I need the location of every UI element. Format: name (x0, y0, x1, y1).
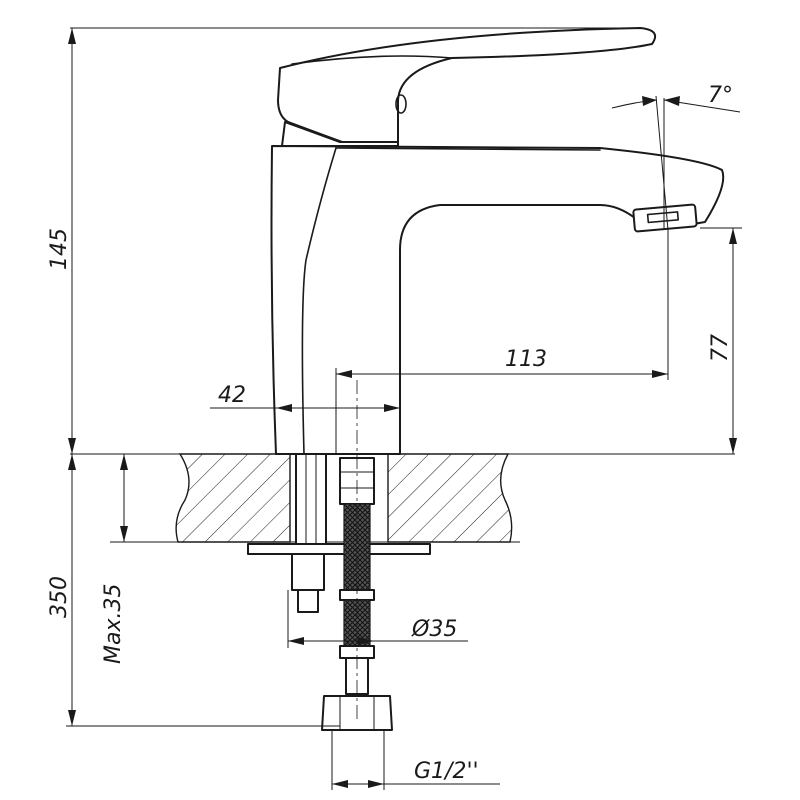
aerator-slot (646, 211, 680, 224)
handle-inner-line (291, 55, 453, 65)
dimension-total-height-label: 145 (47, 228, 72, 270)
countertop-left-slab (175, 453, 291, 543)
dimension-hose-length-label: 350 (47, 576, 72, 618)
dimension-max-thickness: Max.35 (101, 454, 128, 664)
dimension-spout-angle: 7° (611, 83, 741, 231)
dimension-spout-reach-label: 113 (505, 347, 547, 372)
spout-aerator (632, 203, 698, 233)
dimension-thread-label: G1/2'' (414, 759, 479, 784)
handle-neck (281, 121, 399, 147)
mounting-plate (247, 543, 431, 555)
mounting-stud-nut (297, 589, 319, 613)
countertop-right-slab (387, 453, 513, 543)
faucet-handle (277, 27, 656, 143)
dimension-spout-height-label: 77 (708, 334, 733, 362)
handle-pivot (395, 94, 407, 114)
mounting-hardware (247, 453, 431, 613)
faucet-spout-body (270, 145, 725, 455)
spout-inner-curve (301, 147, 337, 455)
faucet-body (270, 27, 725, 455)
dimension-hose-length: 350 (47, 454, 340, 727)
dimension-base-width: 42 (210, 383, 400, 412)
dimension-base-width-label: 42 (218, 383, 246, 408)
supply-hose (321, 380, 393, 790)
spout-top-line (335, 147, 601, 151)
dimension-spout-reach: 113 (335, 228, 669, 454)
dimension-mount-hole: Ø35 (287, 590, 468, 648)
mounting-stud (291, 553, 325, 591)
dimension-mount-hole-label: Ø35 (411, 617, 457, 642)
dimension-thread: G1/2'' (332, 759, 500, 788)
mounting-shank (295, 453, 327, 547)
dimension-max-thickness-label: Max.35 (101, 584, 126, 664)
dimension-spout-angle-label: 7° (708, 83, 733, 108)
dimension-spout-height: 77 (700, 227, 742, 454)
countertop-section (70, 453, 735, 543)
dimension-total-height: 145 (47, 27, 640, 454)
